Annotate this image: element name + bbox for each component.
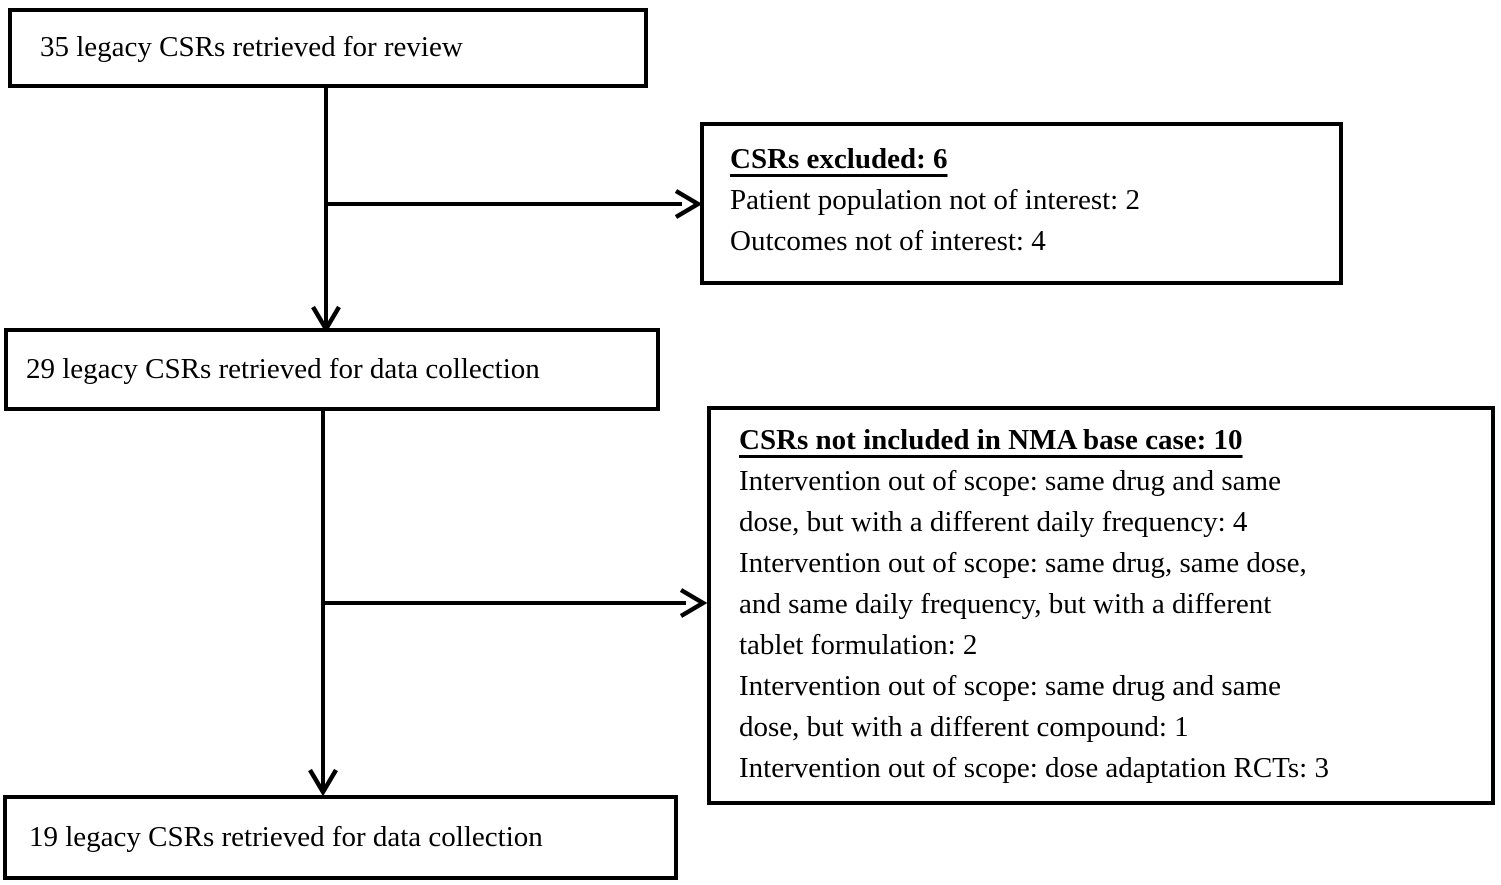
box-not-included-nma-line: Intervention out of scope: dose adaptati… bbox=[739, 752, 1329, 784]
arrow-29-to-19 bbox=[308, 411, 338, 797]
box-retrieved-for-data-collection-29: 29 legacy CSRs retrieved for data collec… bbox=[4, 328, 660, 411]
box-retrieved-for-review: 35 legacy CSRs retrieved for review bbox=[8, 8, 648, 88]
box-retrieved-for-review-text: 35 legacy CSRs retrieved for review bbox=[40, 31, 463, 64]
box-not-included-nma-line: dose, but with a different daily frequen… bbox=[739, 506, 1248, 538]
arrow-to-excluded bbox=[326, 189, 703, 219]
box-retrieved-for-data-collection-19-text: 19 legacy CSRs retrieved for data collec… bbox=[29, 820, 543, 853]
box-not-included-nma-line: dose, but with a different compound: 1 bbox=[739, 711, 1189, 743]
box-csrs-excluded: CSRs excluded: 6 Patient population not … bbox=[700, 122, 1343, 285]
box-not-included-nma-line: Intervention out of scope: same drug and… bbox=[739, 465, 1281, 497]
box-retrieved-for-data-collection-29-text: 29 legacy CSRs retrieved for data collec… bbox=[26, 352, 540, 385]
box-not-included-nma: CSRs not included in NMA base case: 10 I… bbox=[707, 406, 1495, 805]
box-csrs-excluded-title: CSRs excluded: 6 bbox=[730, 143, 948, 175]
box-csrs-excluded-line: Outcomes not of interest: 4 bbox=[730, 225, 1046, 257]
box-not-included-nma-line: Intervention out of scope: same drug and… bbox=[739, 670, 1281, 702]
arrow-to-not-included bbox=[323, 588, 708, 618]
box-retrieved-for-data-collection-19: 19 legacy CSRs retrieved for data collec… bbox=[3, 795, 678, 880]
box-not-included-nma-line: and same daily frequency, but with a dif… bbox=[739, 588, 1272, 620]
box-not-included-nma-title: CSRs not included in NMA base case: 10 bbox=[739, 424, 1243, 456]
box-csrs-excluded-line: Patient population not of interest: 2 bbox=[730, 184, 1140, 216]
arrow-review-to-29 bbox=[311, 88, 341, 334]
box-not-included-nma-line: tablet formulation: 2 bbox=[739, 629, 978, 661]
box-not-included-nma-line: Intervention out of scope: same drug, sa… bbox=[739, 547, 1307, 579]
